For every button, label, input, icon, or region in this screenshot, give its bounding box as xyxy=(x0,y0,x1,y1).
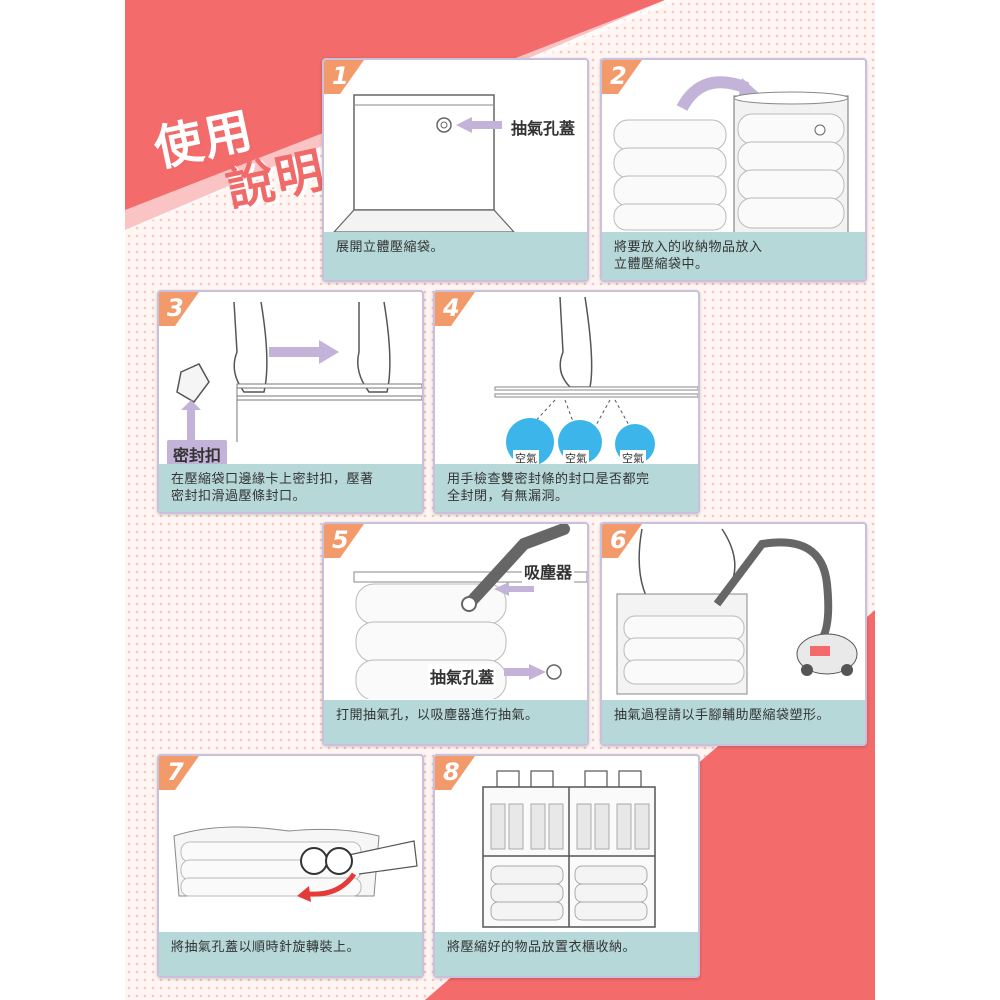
shaping-illustration xyxy=(616,528,858,695)
step-3-card: 密封扣 在壓縮袋口邊緣卡上密封扣，壓著 密封扣滑過壓條封口。 3 xyxy=(157,290,424,514)
arrow-right-icon xyxy=(269,340,339,364)
vacuum-hose-icon xyxy=(463,524,570,610)
seal-clip-illustration xyxy=(176,301,422,442)
valve-cap-label-2: 抽氣孔蓋 xyxy=(428,664,497,688)
step-5-caption: 打開抽氣孔，以吸塵器進行抽氣。 xyxy=(324,700,587,744)
step-6-caption: 抽氣過程請以手腳輔助壓縮袋塑形。 xyxy=(602,700,865,744)
instruction-sheet: 使用 說明 抽氣孔蓋 展開立體壓縮袋。 1 xyxy=(125,0,875,1000)
step-6-card: 抽氣過程請以手腳輔助壓縮袋塑形。 6 xyxy=(600,522,867,746)
air-label-3: 空氣 xyxy=(620,450,646,466)
curved-arrow-icon xyxy=(676,76,750,112)
seal-clip-icon xyxy=(176,363,210,403)
step-4-caption: 用手檢查雙密封條的封口是否都完 全封閉，有無漏洞。 xyxy=(435,464,698,512)
step-2-badge: 2 xyxy=(602,60,642,94)
step-1-caption: 展開立體壓縮袋。 xyxy=(324,232,587,280)
valve-cap-icon-2 xyxy=(300,847,328,875)
step-4-card: 空氣 空氣 空氣 用手檢查雙密封條的封口是否都完 全封閉，有無漏洞。 4 xyxy=(433,290,700,514)
flat-bag-illustration xyxy=(332,94,516,233)
air-label-2: 空氣 xyxy=(563,450,589,466)
step-2-card: 將要放入的收納物品放入 立體壓縮袋中。 2 xyxy=(600,58,867,282)
valve-cap-icon xyxy=(546,664,562,680)
step-8-card: 將壓縮好的物品放置衣櫃收納。 8 xyxy=(433,754,700,978)
wardrobe-illustration xyxy=(482,770,656,928)
step-8-badge: 8 xyxy=(435,756,475,790)
valve-cap-label: 抽氣孔蓋 xyxy=(511,119,576,138)
seal-clip-label: 密封扣 xyxy=(167,440,228,468)
step-1-card: 抽氣孔蓋 展開立體壓縮袋。 1 xyxy=(322,58,589,282)
clockwise-arrow-icon xyxy=(308,872,357,897)
step-3-caption: 在壓縮袋口邊緣卡上密封扣，壓著 密封扣滑過壓條封口。 xyxy=(159,464,422,512)
step-6-badge: 6 xyxy=(602,524,642,558)
arrow-left-icon xyxy=(456,117,502,133)
vacuum-label: 吸塵器 xyxy=(522,559,575,583)
cap-twist-illustration xyxy=(173,826,418,902)
air-label-1: 空氣 xyxy=(513,450,539,466)
step-4-badge: 4 xyxy=(435,292,475,326)
step-3-badge: 3 xyxy=(159,292,199,326)
step-7-card: 將抽氣孔蓋以順時針旋轉裝上。 7 xyxy=(157,754,424,978)
step-5-badge: 5 xyxy=(324,524,364,558)
valve-icon xyxy=(436,117,452,133)
folded-items-illustration xyxy=(613,76,849,235)
step-7-caption: 將抽氣孔蓋以順時針旋轉裝上。 xyxy=(159,932,422,976)
arrow-up-icon xyxy=(181,400,201,442)
step-8-caption: 將壓縮好的物品放置衣櫃收納。 xyxy=(435,932,698,976)
step-2-caption: 將要放入的收納物品放入 立體壓縮袋中。 xyxy=(602,232,865,280)
step-5-card: 吸塵器 抽氣孔蓋 打開抽氣孔，以吸塵器進行抽氣。 5 xyxy=(322,522,589,746)
step-1-badge: 1 xyxy=(324,60,364,94)
step-7-badge: 7 xyxy=(159,756,199,790)
